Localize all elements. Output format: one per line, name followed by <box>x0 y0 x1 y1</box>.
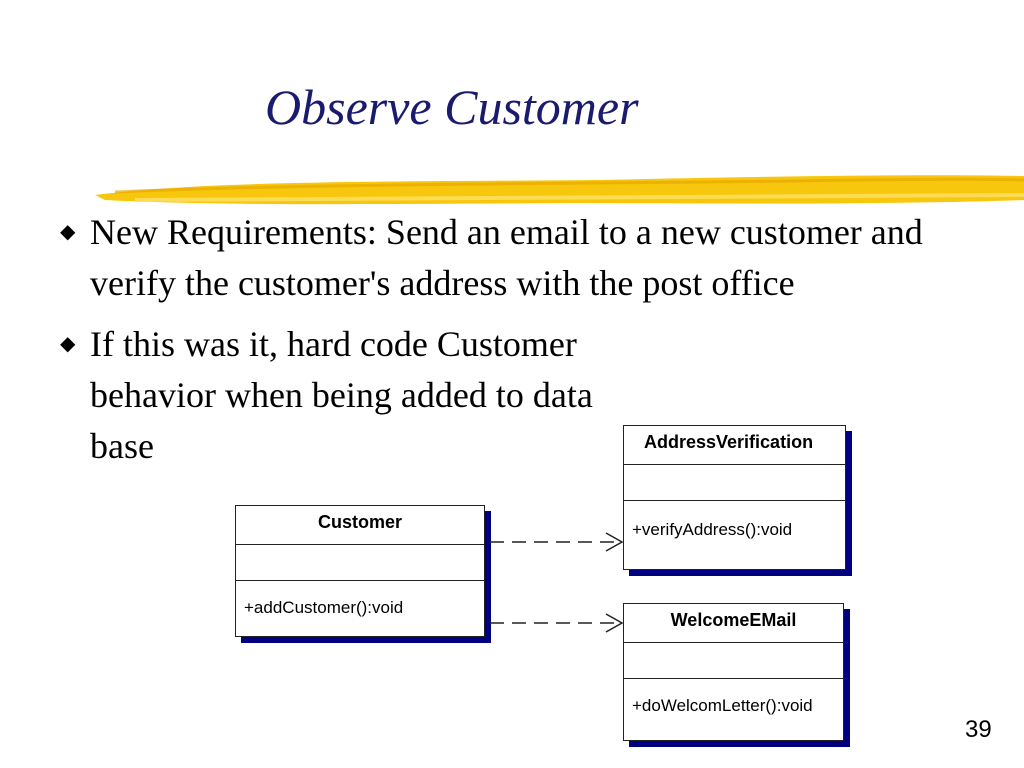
bullet-list: ◆ New Requirements: Send an email to a n… <box>58 207 958 482</box>
class-operation: +verifyAddress():void <box>632 520 793 539</box>
diamond-bullet-icon: ◆ <box>60 333 76 355</box>
dependency-arrow-address-verification <box>490 532 624 552</box>
bullet-item: ◆ New Requirements: Send an email to a n… <box>58 207 958 309</box>
bullet-item: ◆ If this was it, hard code Customer beh… <box>58 319 958 472</box>
class-name: AddressVerification <box>644 432 814 452</box>
class-name: Customer <box>317 512 402 532</box>
class-operation: +addCustomer():void <box>244 598 404 617</box>
bullet-text: New Requirements: Send an email to a new… <box>90 212 923 303</box>
dependency-arrow-welcome-email <box>490 613 624 633</box>
slide-title: Observe Customer <box>265 79 639 135</box>
diamond-bullet-icon: ◆ <box>60 221 76 243</box>
page-number: 39 <box>965 716 992 743</box>
class-operation: +doWelcomLetter():void <box>632 696 813 715</box>
yellow-brush-stroke-divider <box>95 175 1024 205</box>
bullet-text: If this was it, hard code Customer behav… <box>90 324 593 466</box>
class-name: WelcomeEMail <box>670 610 797 630</box>
